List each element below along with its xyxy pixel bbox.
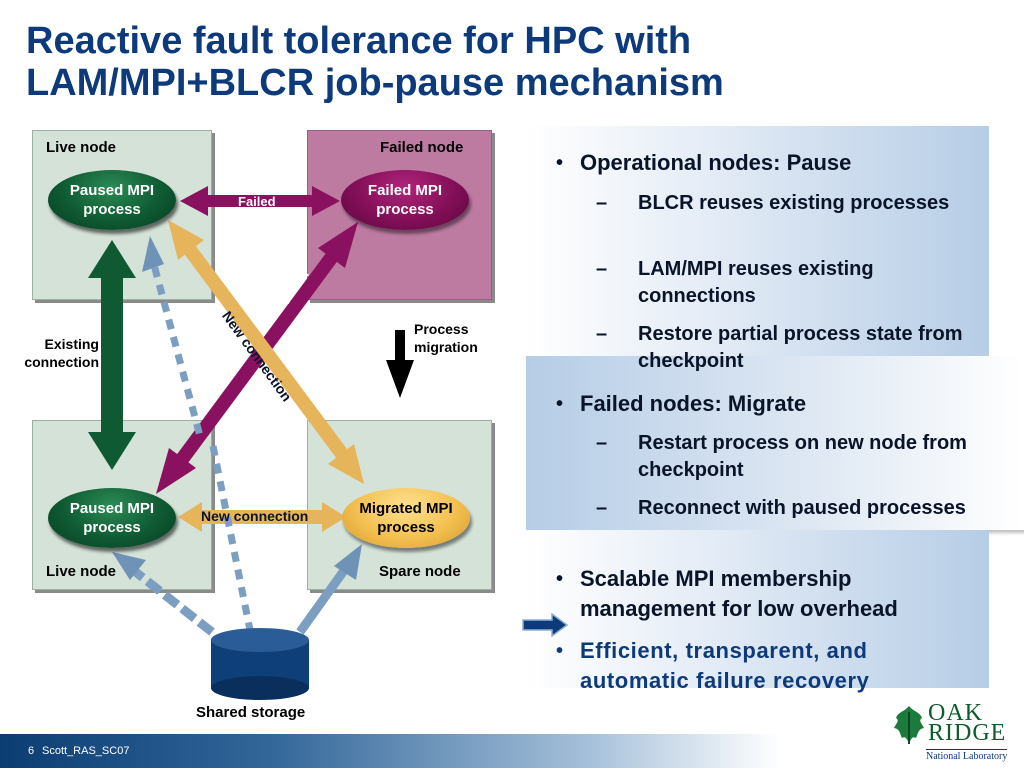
process-label: Failed MPI process [367, 182, 443, 218]
label-migration-line2: migration [414, 339, 478, 355]
process-label: Paused MPI process [69, 500, 155, 536]
node-label-bottom-right: Spare node [379, 563, 461, 580]
node-label-top-left: Live node [46, 139, 117, 156]
oak-ridge-logo: OAK RIDGE National Laboratory [890, 700, 1020, 764]
process-bottom-left-paused: Paused MPI process [48, 488, 176, 548]
bullet-text: Scalable MPI membership management for l… [580, 566, 898, 621]
label-existing-line2: connection [24, 354, 99, 370]
slide-title-line-1: Reactive fault tolerance for HPC with [26, 20, 692, 62]
sub-dash: – [596, 432, 608, 454]
process-label: Paused MPI process [69, 182, 155, 218]
label-shared-storage: Shared storage [196, 704, 306, 721]
slide-title-line-2: LAM/MPI+BLCR job-pause mechanism [26, 62, 724, 104]
oak-leaf-icon [894, 706, 924, 744]
label-existing-connection: Existing connection [8, 335, 99, 371]
process-migration-arrow [386, 330, 414, 398]
bullet-panel-1 [526, 126, 989, 356]
sub-dash: – [596, 323, 608, 345]
bullet-dot: • [556, 393, 564, 415]
label-new-connection-horizontal: New connection [201, 508, 309, 524]
sub-dash: – [596, 497, 608, 519]
process-label: Migrated MPI process [359, 500, 453, 536]
bullet-text: Operational nodes: Pause [580, 150, 852, 175]
logo-text-national-laboratory: National Laboratory [926, 749, 1008, 762]
process-top-right-failed: Failed MPI process [341, 170, 469, 230]
bullet-dot: • [556, 568, 564, 590]
shared-storage-icon [211, 628, 309, 700]
process-bottom-right-migrated: Migrated MPI process [342, 488, 470, 548]
logo-text-ridge: RIDGE [928, 720, 1007, 746]
presentation-name: Scott_RAS_SC07 [42, 745, 130, 757]
sub-text: Reconnect with paused processes [638, 497, 966, 519]
bullet-text: Efficient, transparent, and automatic fa… [580, 638, 870, 693]
sub-dash: – [596, 258, 608, 280]
sub-text: BLCR reuses existing processes [638, 192, 950, 214]
bullet-panel-3 [526, 530, 989, 688]
slide-title: Reactive fault tolerance for HPC with LA… [26, 20, 1006, 104]
logo-text-oak: OAK [928, 700, 983, 726]
sub-text: Restart process on new node from checkpo… [638, 432, 967, 481]
node-label-top-right: Failed node [380, 139, 464, 156]
bullet-dot: • [556, 640, 564, 662]
label-migration-line1: Process [414, 321, 469, 337]
bullet-dot: • [556, 152, 564, 174]
label-new-connection-diagonal: New connection [219, 308, 296, 405]
sub-text: Restore partial process state from check… [638, 323, 963, 372]
page-number: 6 [28, 745, 35, 757]
label-failed-horizontal: Failed [238, 194, 276, 209]
sub-dash: – [596, 192, 608, 214]
node-label-bottom-left: Live node [46, 563, 117, 580]
footer-bar: 6 Scott_RAS_SC07 [0, 734, 780, 768]
process-top-left-paused: Paused MPI process [48, 170, 176, 230]
label-process-migration: Process migration [414, 320, 478, 356]
right-arrow-icon [522, 613, 568, 637]
sub-text: LAM/MPI reuses existing connections [638, 258, 874, 307]
bullet-panel-2 [526, 356, 1024, 530]
label-existing-line1: Existing [44, 336, 99, 352]
bullet-text: Failed nodes: Migrate [580, 391, 807, 416]
